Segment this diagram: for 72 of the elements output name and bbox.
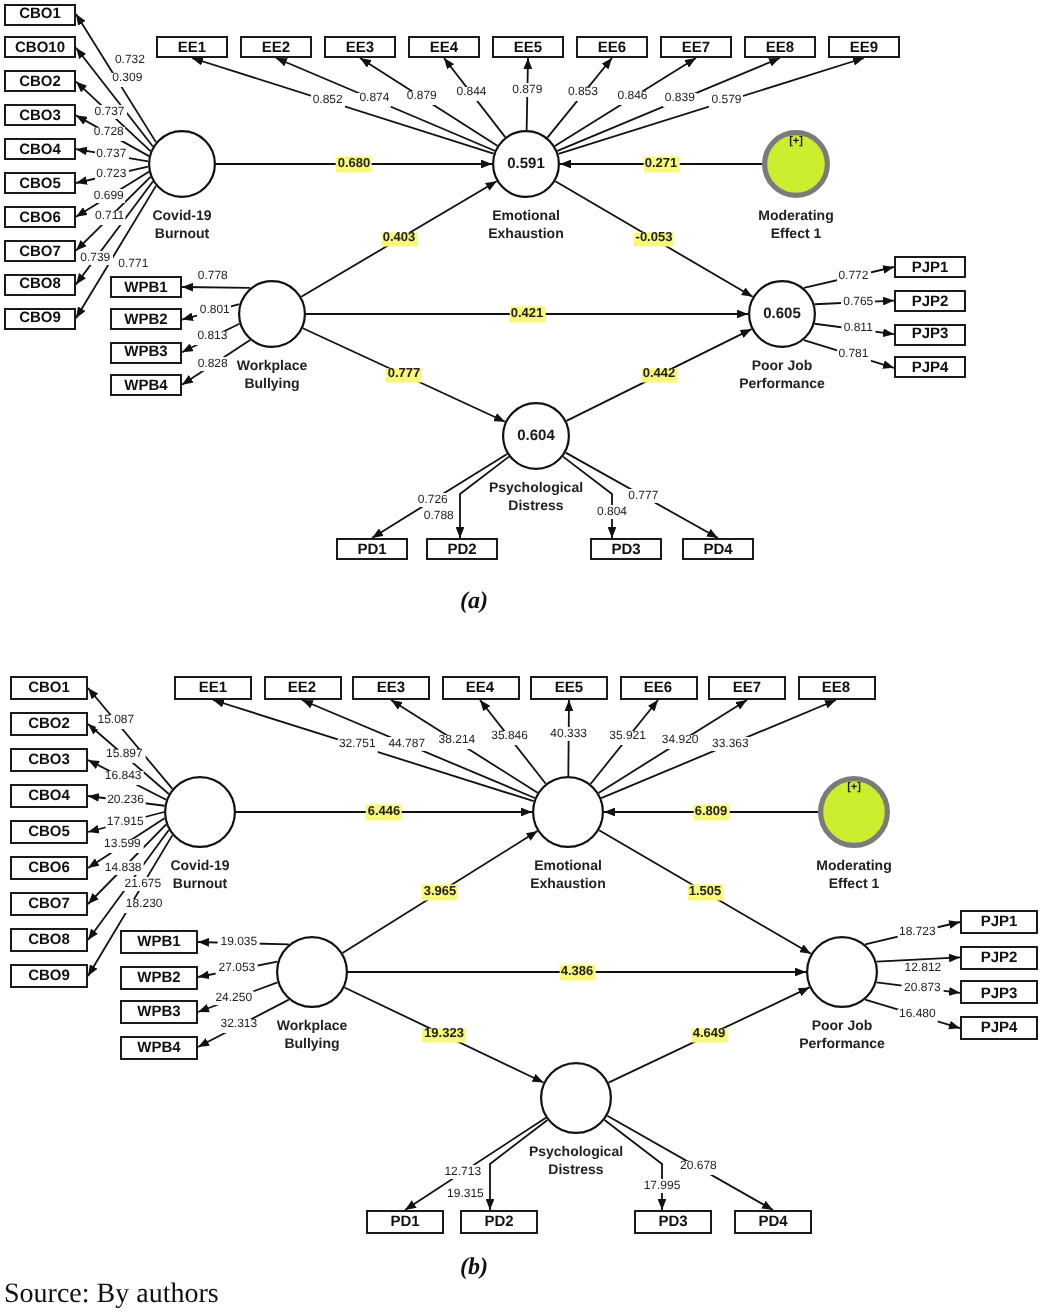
latent-variable-circle xyxy=(238,280,306,348)
arrow xyxy=(603,1119,667,1211)
arrow xyxy=(191,57,495,155)
arrow xyxy=(603,807,819,817)
arrow xyxy=(343,986,545,1084)
arrow xyxy=(87,687,174,790)
panel-label: (b) xyxy=(460,1254,488,1278)
arrow xyxy=(479,699,547,785)
arrow xyxy=(75,175,152,252)
moderator-circle xyxy=(818,776,890,848)
arrow xyxy=(455,455,510,539)
arrow xyxy=(235,807,533,817)
arrow xyxy=(564,699,574,777)
arrow xyxy=(390,699,539,794)
arrow xyxy=(875,953,961,963)
arrow xyxy=(215,159,493,169)
arrow xyxy=(75,114,150,158)
arrow xyxy=(443,57,507,138)
arrow xyxy=(301,327,507,423)
arrow xyxy=(301,699,536,799)
arrow xyxy=(75,180,154,286)
arrow xyxy=(347,967,807,977)
arrow xyxy=(75,80,152,153)
arrow xyxy=(212,699,535,803)
arrow xyxy=(600,699,837,799)
arrow xyxy=(300,180,498,298)
arrow xyxy=(75,46,154,148)
latent-variable-circle xyxy=(148,130,216,198)
arrow xyxy=(341,830,539,954)
arrow xyxy=(359,57,499,147)
panel-label: (a) xyxy=(460,588,488,612)
arrow xyxy=(75,184,157,320)
arrow xyxy=(371,453,508,539)
latent-variable-circle xyxy=(748,280,816,348)
latent-variable-circle xyxy=(532,776,604,848)
arrow xyxy=(559,159,763,169)
latent-variable-circle xyxy=(502,402,570,470)
arrow xyxy=(589,699,659,785)
arrow xyxy=(485,1119,549,1211)
moderator-circle xyxy=(762,130,830,198)
arrow xyxy=(181,282,252,292)
arrow xyxy=(87,834,174,977)
arrow xyxy=(556,57,781,152)
arrow xyxy=(404,1116,547,1211)
arrow xyxy=(305,309,749,319)
arrow xyxy=(607,986,811,1084)
latent-variable-circle xyxy=(492,130,560,198)
arrow xyxy=(565,328,753,422)
arrow xyxy=(275,57,496,152)
arrow xyxy=(181,339,252,386)
arrow xyxy=(562,455,617,539)
arrow xyxy=(87,829,170,941)
source-caption: Source: By authors xyxy=(4,1282,219,1310)
arrow xyxy=(546,57,613,139)
arrow xyxy=(87,823,168,905)
arrow xyxy=(606,1114,774,1211)
arrow xyxy=(554,180,754,298)
arrow xyxy=(557,57,865,155)
latent-variable-circle xyxy=(164,776,236,848)
latent-variable-circle xyxy=(806,936,878,1008)
latent-variable-circle xyxy=(540,1062,612,1134)
latent-variable-circle xyxy=(276,936,348,1008)
arrow xyxy=(87,759,168,801)
arrow xyxy=(197,998,290,1048)
arrow xyxy=(597,699,748,794)
arrow xyxy=(75,170,150,218)
arrow xyxy=(87,723,170,795)
arrow xyxy=(87,817,166,869)
arrow xyxy=(598,829,812,955)
arrow xyxy=(564,451,719,539)
arrow xyxy=(75,13,157,144)
arrow xyxy=(553,57,697,147)
